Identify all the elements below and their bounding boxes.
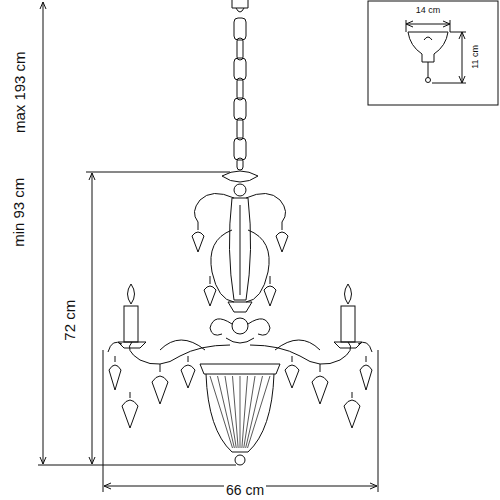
- canopy-detail: [406, 20, 466, 83]
- chain: [232, 0, 248, 170]
- bowl-rib: [246, 376, 263, 448]
- dimension-lines: [38, 2, 378, 492]
- bowl-rib: [248, 376, 271, 448]
- bowl-rib: [225, 376, 236, 448]
- bowl-rib: [210, 376, 233, 448]
- dimension-label: min 93 cm: [12, 175, 29, 248]
- crystal-drops: [109, 222, 372, 428]
- dimension-label: max 193 cm: [12, 49, 29, 135]
- inset-frame: [368, 1, 498, 105]
- bowl-rib: [240, 376, 241, 448]
- dimension-label: 11 cm: [471, 43, 481, 71]
- stem: [194, 171, 285, 343]
- bowl-rib: [242, 376, 248, 448]
- bowl-rib: [218, 376, 235, 448]
- dimension-label: 66 cm: [224, 483, 266, 498]
- bowl-rib: [233, 376, 239, 448]
- bowl: [200, 364, 280, 465]
- arms: [108, 284, 372, 364]
- dimension-label: 72 cm: [62, 298, 79, 343]
- dimension-label: 14 cm: [414, 6, 443, 16]
- bowl-rib: [244, 376, 255, 448]
